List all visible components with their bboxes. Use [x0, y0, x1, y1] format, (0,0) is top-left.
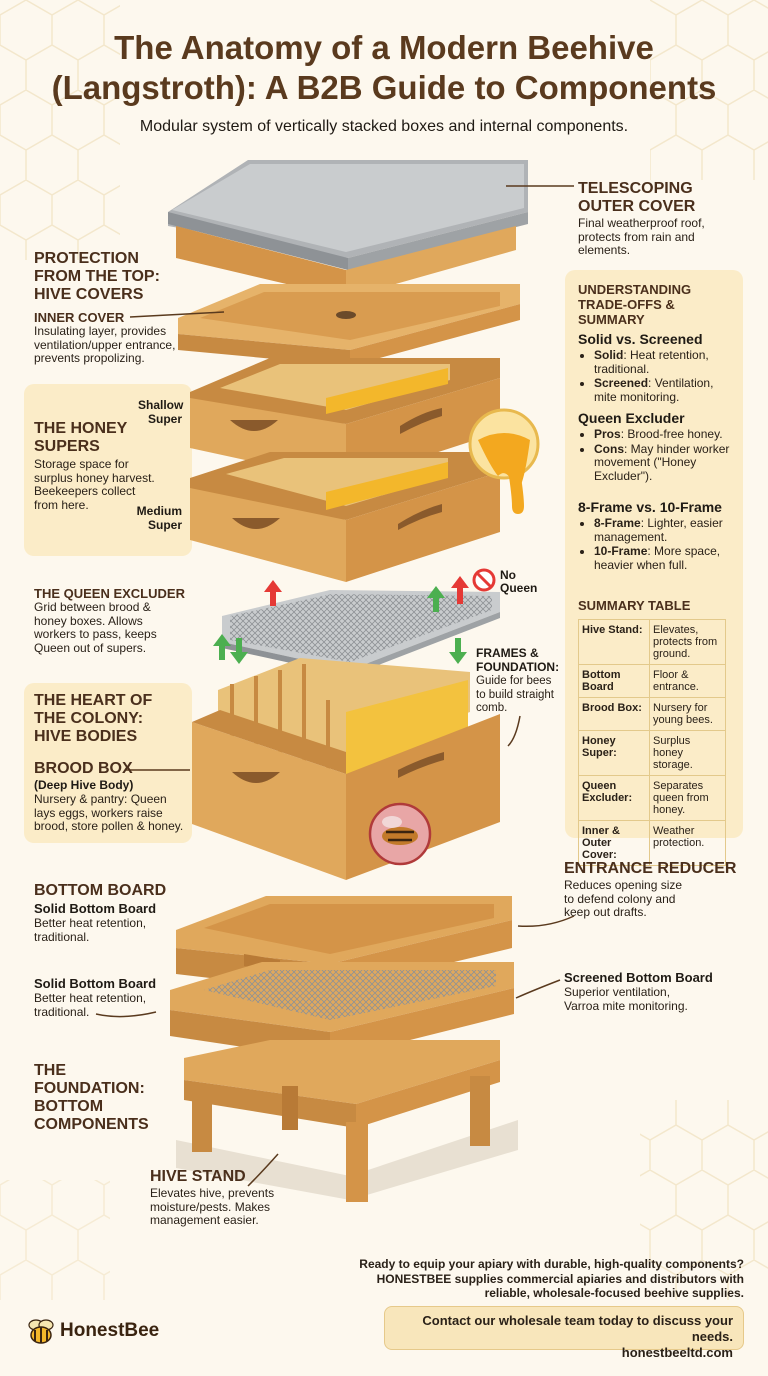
honey-supers-text: Storage space for surplus honey harvest.… — [34, 457, 155, 512]
footer-pitch: Ready to equip your apiary with durable,… — [359, 1257, 744, 1300]
summary-table-title: SUMMARY TABLE — [578, 598, 691, 613]
page-title: The Anatomy of a Modern Beehive (Langstr… — [0, 28, 768, 108]
honestbee-logo: HonestBee — [24, 1316, 159, 1346]
hive-stand — [176, 1040, 518, 1202]
solid-vs-screened-title: Solid vs. Screened — [578, 331, 703, 347]
brood-box-title: BROOD BOX — [34, 760, 133, 777]
solid-bottom-board-text-1: Better heat retention, traditional. — [34, 916, 147, 944]
solid-bottom-board-title-2: Solid Bottom Board — [34, 976, 157, 991]
protection-heading: PROTECTION FROM THE TOP: HIVE COVERS — [34, 250, 160, 303]
title-line-1: The Anatomy of a Modern Beehive — [114, 29, 654, 66]
entrance-reducer-text: Reduces opening size to defend colony an… — [564, 878, 683, 919]
solid-bottom-board-text-2: Better heat retention, traditional. — [34, 991, 147, 1019]
queen-excluder-list: Pros: Brood-free honey. Cons: May hinder… — [578, 427, 740, 484]
brood-box-subtitle: (Deep Hive Body) — [34, 778, 134, 792]
contact-box[interactable]: Contact our wholesale team today to disc… — [384, 1306, 744, 1360]
screened-bottom-board-text: Superior ventilation, Varroa mite monito… — [564, 985, 688, 1013]
queen-excluder-summary-title: Queen Excluder — [578, 410, 685, 426]
telescoping-outer-cover — [168, 160, 528, 298]
shallow-super-label: Shallow Super — [138, 398, 184, 426]
hive-stand-heading: HIVE STAND — [150, 1168, 246, 1185]
solid-bottom-board-title-1: Solid Bottom Board — [34, 901, 157, 916]
summary-content: UNDERSTANDING TRADE-OFFS & SUMMARY Solid… — [578, 282, 740, 866]
page-subtitle: Modular system of vertically stacked box… — [139, 118, 629, 135]
foundation-heading: THE FOUNDATION: BOTTOM COMPONENTS — [34, 1062, 149, 1133]
list-item: Screened: Ventilation,mite monitoring. — [594, 376, 740, 404]
outer-cover-heading: TELESCOPING OUTER COVER — [578, 180, 696, 215]
medium-super-label: Medium Super — [136, 504, 182, 532]
frame-comparison-title: 8-Frame vs. 10-Frame — [578, 499, 722, 515]
hive-bodies-panel — [24, 683, 192, 843]
brood-box — [192, 710, 500, 880]
summary-table: Hive Stand:Elevates,protects from ground… — [578, 619, 726, 866]
table-row: Hive Stand:Elevates,protects from ground… — [578, 619, 726, 665]
solid-vs-screened-list: Solid: Heat retention,traditional. Scree… — [578, 348, 740, 404]
bee-logo-icon — [28, 1319, 54, 1344]
brood-box-text: Nursery & pantry: Queen lays eggs, worke… — [34, 792, 184, 833]
no-queen-icon — [472, 568, 496, 592]
inner-cover-title: INNER COVER — [34, 310, 125, 325]
honey-drip-illustration — [468, 408, 540, 514]
inner-cover-text: Insulating layer, provides ventilation/u… — [34, 324, 176, 365]
bottom-board-heading: BOTTOM BOARD — [34, 882, 167, 899]
worker-passage-arrows — [213, 576, 469, 664]
list-item: Pros: Brood-free honey. — [594, 427, 740, 442]
outer-cover-text: Final weatherproof roof, protects from r… — [578, 216, 705, 257]
medium-super — [190, 452, 500, 582]
hive-stand-text: Elevates hive, prevents moisture/pests. … — [150, 1186, 275, 1227]
list-item: Solid: Heat retention,traditional. — [594, 348, 740, 376]
no-queen-label: No Queen — [500, 568, 538, 595]
website-link[interactable]: honestbeeltd.com — [621, 1345, 733, 1360]
contact-cta: Contact our wholesale team today to disc… — [422, 1313, 733, 1344]
list-item: 10-Frame: More space,heavier when full. — [594, 544, 740, 572]
honey-supers-heading: THE HONEY SUPERS — [34, 420, 128, 455]
inner-cover — [178, 284, 520, 366]
hive-bodies-heading: THE HEART OF THE COLONY: HIVE BODIES — [34, 692, 153, 745]
title-line-2: (Langstroth): A B2B Guide to Components — [51, 69, 717, 106]
entrance-reducer-heading: ENTRANCE REDUCER — [564, 860, 737, 877]
queen-excluder-text: Grid between brood & honey boxes. Allows… — [34, 600, 157, 655]
summary-heading: UNDERSTANDING TRADE-OFFS & SUMMARY — [578, 282, 692, 327]
frames-text: Guide for bees to build straight comb. — [476, 675, 554, 714]
honey-supers-panel — [24, 384, 192, 556]
leader-lines — [95, 185, 575, 1187]
screened-bottom-board-title: Screened Bottom Board — [564, 970, 713, 985]
queen-excluder — [222, 590, 500, 676]
queen-excluder-heading: THE QUEEN EXCLUDER — [34, 586, 185, 601]
frames-heading: FRAMES & FOUNDATION: — [476, 646, 560, 674]
